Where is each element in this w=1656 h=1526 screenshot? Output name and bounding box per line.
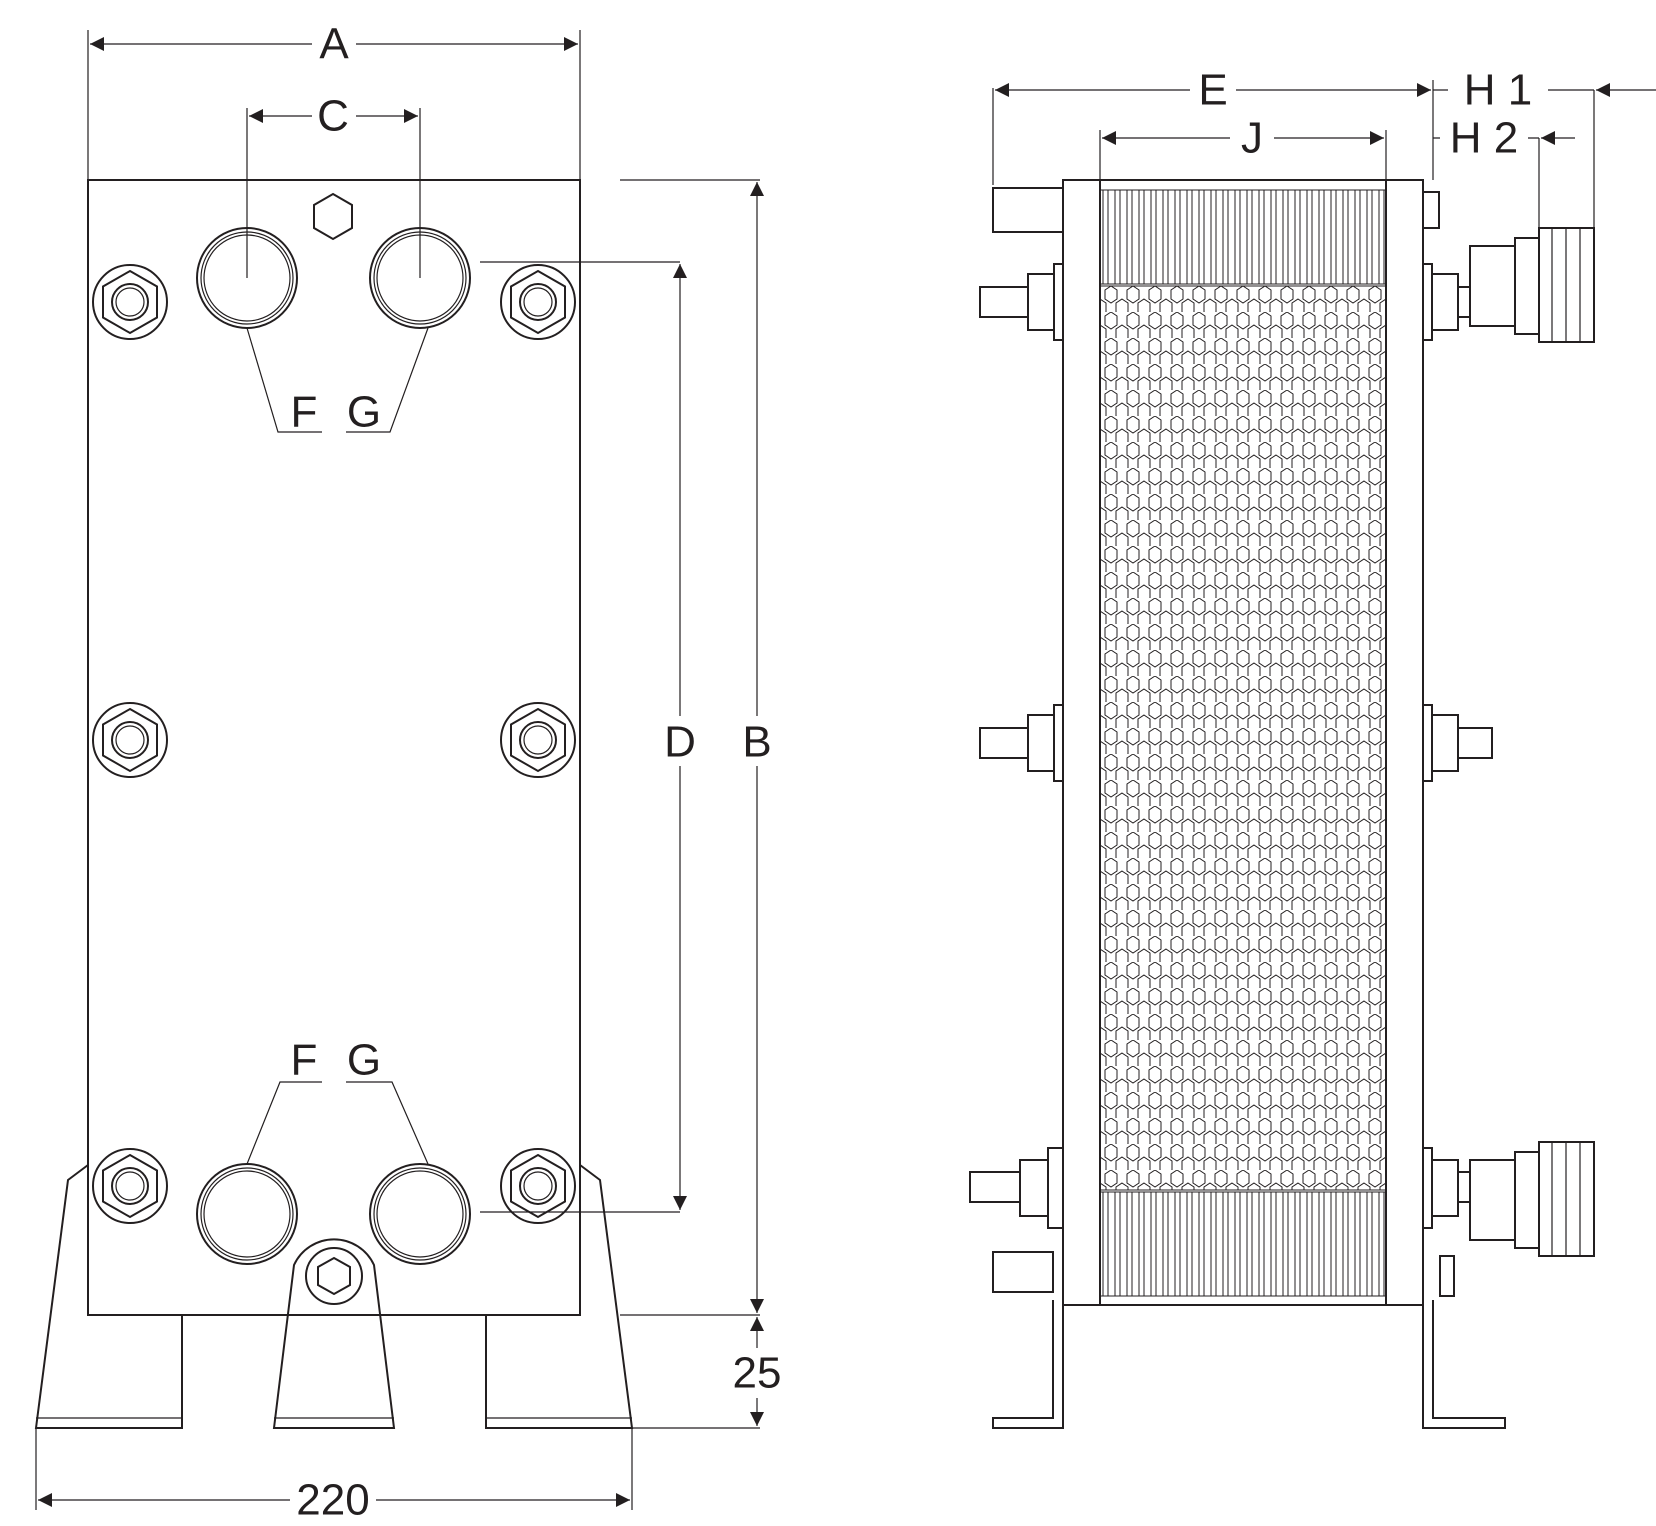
dimension-h1: H 1 (1433, 64, 1656, 228)
port-connection-top (1422, 191, 1595, 343)
leader-f-top (246, 327, 322, 433)
dimension-b: B (620, 179, 781, 1316)
label-g-bottom: G (347, 1036, 381, 1085)
bolt-nut (92, 1148, 168, 1224)
label-b: B (742, 718, 771, 767)
bolt-nut (92, 264, 168, 340)
pressure-plate-right (1385, 179, 1424, 1306)
leader-f-bottom (246, 1081, 322, 1165)
plate-pack-pattern (1099, 285, 1387, 1191)
dimension-d: D (480, 261, 704, 1213)
label-c: C (317, 92, 349, 141)
port-connection (196, 1163, 298, 1265)
side-feet (992, 1300, 1506, 1429)
side-view: E J H 1 H 2 (969, 64, 1656, 1429)
leader-g-top (346, 327, 429, 433)
plate-pack-fins-top (1099, 189, 1387, 285)
dimension-c: C (246, 92, 421, 278)
port-connection-bottom (1439, 1141, 1595, 1297)
label-d: D (664, 718, 696, 767)
dimension-j: J (1099, 114, 1387, 180)
label-25: 25 (733, 1349, 782, 1398)
front-plate (87, 179, 581, 1316)
label-e: E (1198, 66, 1227, 115)
front-view: A C F G F G D B (34, 20, 786, 1525)
tie-bolt-right (1422, 263, 1493, 1229)
leader-g-bottom (346, 1081, 429, 1165)
bolt-nut (92, 702, 168, 778)
bolt-nut (500, 702, 576, 778)
label-220: 220 (296, 1476, 369, 1525)
dimension-h2: H 2 (1433, 112, 1575, 238)
tie-bolt-left (969, 263, 1064, 1229)
bolt-nut (500, 264, 576, 340)
port-connection (369, 1163, 471, 1265)
frame-plate-left (1062, 179, 1101, 1306)
label-h1: H 1 (1464, 66, 1532, 115)
label-g-top: G (347, 388, 381, 437)
label-j: J (1241, 114, 1263, 163)
label-f-bottom: F (291, 1036, 318, 1085)
label-h2: H 2 (1450, 114, 1518, 163)
dimension-220: 220 (35, 1428, 633, 1525)
plate-pack-fins-bottom (1099, 1191, 1387, 1297)
label-f-top: F (291, 388, 318, 437)
dimension-e: E (992, 66, 1434, 185)
dimension-a: A (87, 20, 581, 180)
label-a: A (319, 20, 349, 69)
dimension-25: 25 (632, 1317, 786, 1429)
vent-plug (313, 192, 353, 241)
mounting-feet (34, 1164, 634, 1429)
